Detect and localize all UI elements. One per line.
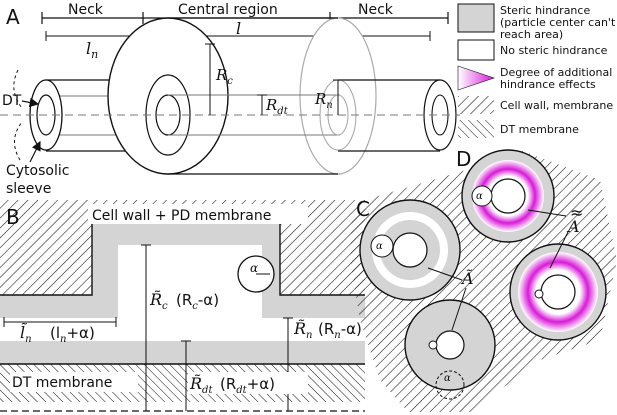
label-l: l bbox=[236, 19, 241, 38]
label-rc-formula: (Rc-α) bbox=[176, 291, 219, 312]
legend: Steric hindrance (particle center can't … bbox=[457, 3, 616, 138]
label-cytosolic: Cytosolic bbox=[6, 163, 69, 179]
label-cell-wall: Cell wall + PD membrane bbox=[92, 208, 271, 224]
label-rdt-formula: (Rdt+α) bbox=[220, 375, 275, 396]
label-alpha-d1: α bbox=[476, 191, 483, 202]
panel-b: B Cell wall + PD membrane DT membrane α … bbox=[0, 200, 365, 412]
legend-cell-wall: Cell wall, membrane bbox=[500, 99, 613, 112]
legend-swatch-dt-membrane bbox=[458, 120, 494, 138]
ring-c1: α bbox=[359, 199, 461, 301]
label-a-tilde: Ã bbox=[460, 268, 474, 288]
label-rc: Rc bbox=[215, 66, 233, 87]
panel-cd: C D α α α bbox=[350, 147, 617, 412]
steric-region-dt bbox=[0, 341, 365, 364]
steric-region-top bbox=[0, 222, 365, 318]
label-alpha-c2: α bbox=[444, 373, 451, 384]
legend-dt-membrane: DT membrane bbox=[500, 123, 579, 136]
label-rdt: Rdt bbox=[265, 96, 289, 117]
label-neck-left: Neck bbox=[68, 2, 104, 18]
panel-letter-d: D bbox=[456, 147, 471, 171]
label-central-region: Central region bbox=[178, 2, 278, 18]
label-ln-formula: (ln+α) bbox=[50, 324, 95, 345]
label-a-double-tilde: A bbox=[566, 217, 580, 236]
legend-swatch-cell-wall bbox=[458, 96, 494, 114]
label-approx: ≈ bbox=[570, 203, 583, 222]
panel-a: A Neck Central region Neck ln l bbox=[0, 2, 460, 197]
label-dt-membrane: DT membrane bbox=[12, 375, 112, 391]
legend-steric-line3: reach area) bbox=[500, 28, 563, 41]
label-sleeve: sleeve bbox=[6, 181, 51, 197]
label-ln-tilde: l̃n bbox=[20, 323, 32, 345]
legend-steric-line1: Steric hindrance bbox=[500, 4, 590, 17]
legend-hindrance-line1: Degree of additional bbox=[500, 66, 612, 79]
legend-swatch-hindrance bbox=[457, 65, 495, 91]
legend-swatch-steric bbox=[457, 3, 495, 33]
label-alpha-b: α bbox=[250, 261, 258, 275]
ring-d1: α bbox=[461, 149, 555, 243]
ring-d2 bbox=[509, 243, 607, 341]
label-rn: Rn bbox=[314, 90, 333, 111]
label-alpha-c1: α bbox=[376, 241, 383, 252]
legend-hindrance-line2: hindrance effects bbox=[500, 78, 596, 91]
panel-letter-c: C bbox=[356, 197, 370, 221]
panel-letter-a: A bbox=[6, 5, 20, 29]
legend-steric-line2: (particle center can't bbox=[500, 16, 616, 29]
label-dt: DT bbox=[2, 93, 22, 109]
legend-swatch-none bbox=[457, 39, 495, 61]
legend-none: No steric hindrance bbox=[500, 44, 608, 57]
label-neck-right: Neck bbox=[358, 2, 394, 18]
label-ln: ln bbox=[86, 39, 98, 61]
label-rn-formula: (Rn-α) bbox=[318, 320, 362, 341]
ring-c2: α bbox=[404, 299, 496, 400]
